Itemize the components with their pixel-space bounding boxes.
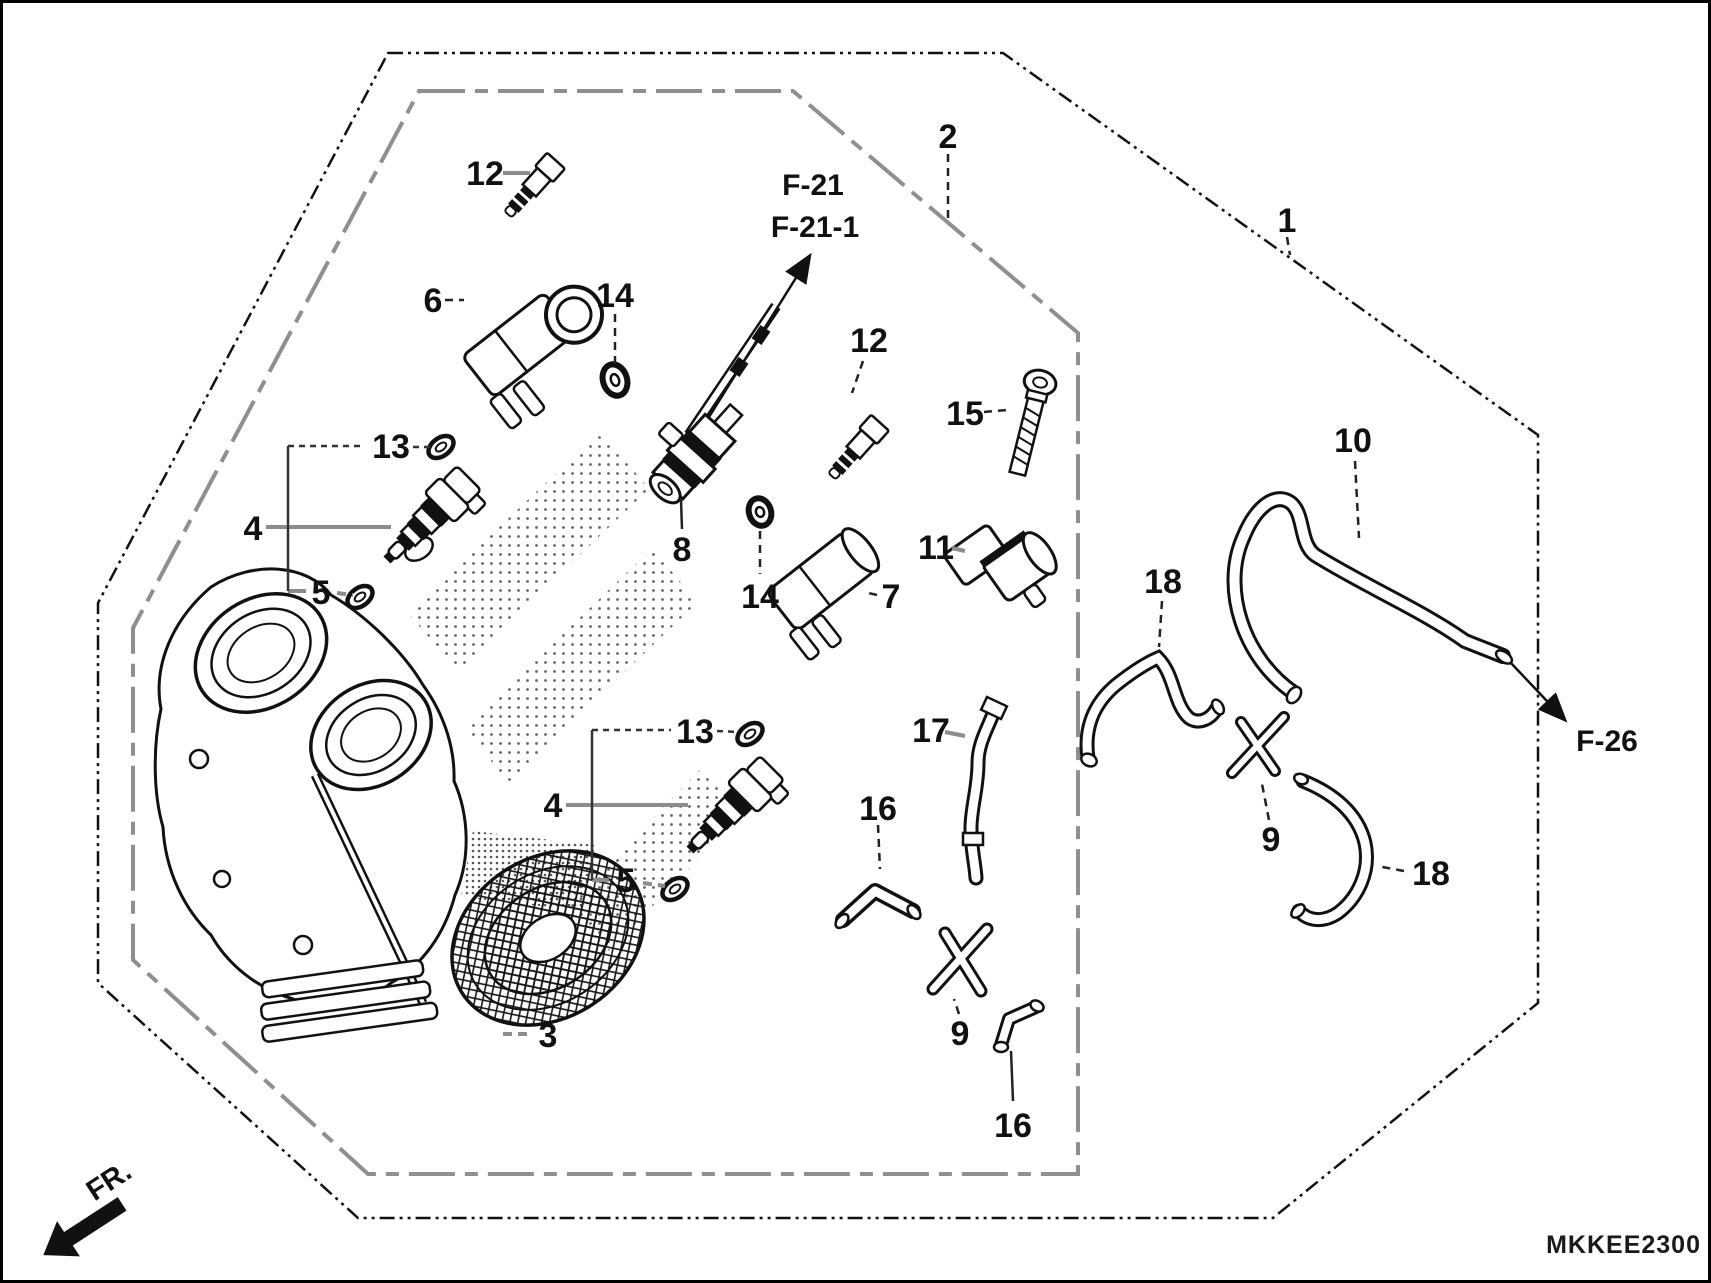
parts-diagram: 12 6 14 2 1 12 15 10 11 7 8 14 18 13 4 5… xyxy=(43,51,1701,1259)
part-throttle-body xyxy=(153,536,468,1043)
part-18-hose-b xyxy=(1290,772,1374,927)
callout-4-a: 4 xyxy=(244,510,263,548)
part-16-elbow-a xyxy=(834,883,922,930)
callout-9-a: 9 xyxy=(1262,821,1281,859)
part-15-screw xyxy=(1008,368,1058,478)
ref-arrow-f26 xyxy=(1509,661,1568,723)
diagram-code: MKKEE2300 xyxy=(1546,1231,1701,1259)
callout-14-a: 14 xyxy=(596,277,634,315)
callout-9-b: 9 xyxy=(951,1015,970,1053)
callout-11: 11 xyxy=(918,529,954,567)
part-9-joint-a xyxy=(1226,711,1290,779)
callout-5-a: 5 xyxy=(312,574,331,612)
part-14-washer-a xyxy=(599,361,631,399)
part-11-sensor xyxy=(943,524,1058,609)
fr-label: FR. xyxy=(81,1155,138,1207)
part-7-sensor xyxy=(767,527,881,661)
callout-17: 17 xyxy=(912,712,950,750)
ref-arrow-f21 xyxy=(707,252,812,418)
callouts: 12 6 14 2 1 12 15 10 11 7 8 14 18 13 4 5… xyxy=(244,118,1450,1145)
fr-direction-arrow: FR. xyxy=(43,1155,138,1257)
callout-10: 10 xyxy=(1334,422,1372,460)
callout-16-a: 16 xyxy=(859,790,897,828)
callout-16-b: 16 xyxy=(994,1107,1032,1145)
part-10-hose xyxy=(1226,491,1514,705)
callout-7: 7 xyxy=(882,578,901,616)
callout-8: 8 xyxy=(673,531,692,569)
callout-2: 2 xyxy=(939,118,958,156)
callout-12-a: 12 xyxy=(466,155,504,193)
part-12-pin-a xyxy=(497,151,567,224)
ref-label-f26: F-26 xyxy=(1576,725,1638,758)
callout-15: 15 xyxy=(946,395,984,433)
callout-18-a: 18 xyxy=(1144,563,1182,601)
callout-4-b: 4 xyxy=(544,787,563,825)
part-air-funnel xyxy=(450,849,646,1027)
part-18-hose-a xyxy=(1079,649,1226,768)
part-5-ring-a xyxy=(343,581,376,612)
part-16-elbow-b xyxy=(992,999,1045,1054)
callout-14-b: 14 xyxy=(741,578,779,616)
callout-5-b: 5 xyxy=(617,862,636,900)
callout-12-b: 12 xyxy=(850,322,888,360)
leader-lines xyxy=(266,154,1405,1102)
part-9-joint-b xyxy=(926,922,994,998)
outer-boundary xyxy=(96,51,1540,1220)
ref-label-f21-sub: F-21-1 xyxy=(771,211,859,244)
callout-13-b: 13 xyxy=(676,713,714,751)
part-6-sensor xyxy=(463,284,605,430)
callout-3: 3 xyxy=(539,1017,558,1055)
callout-6: 6 xyxy=(424,282,443,320)
callout-13-a: 13 xyxy=(372,428,410,466)
callout-18-b: 18 xyxy=(1412,855,1450,893)
part-8-injector xyxy=(648,302,781,505)
callout-1: 1 xyxy=(1278,202,1297,240)
part-13-ring-b xyxy=(733,718,766,749)
inner-boundary xyxy=(131,89,1080,1176)
ref-label-f21: F-21 xyxy=(782,169,844,202)
part-14-washer-b xyxy=(745,495,775,529)
part-17-hose xyxy=(961,695,1009,886)
part-12-pin-b xyxy=(821,413,891,486)
